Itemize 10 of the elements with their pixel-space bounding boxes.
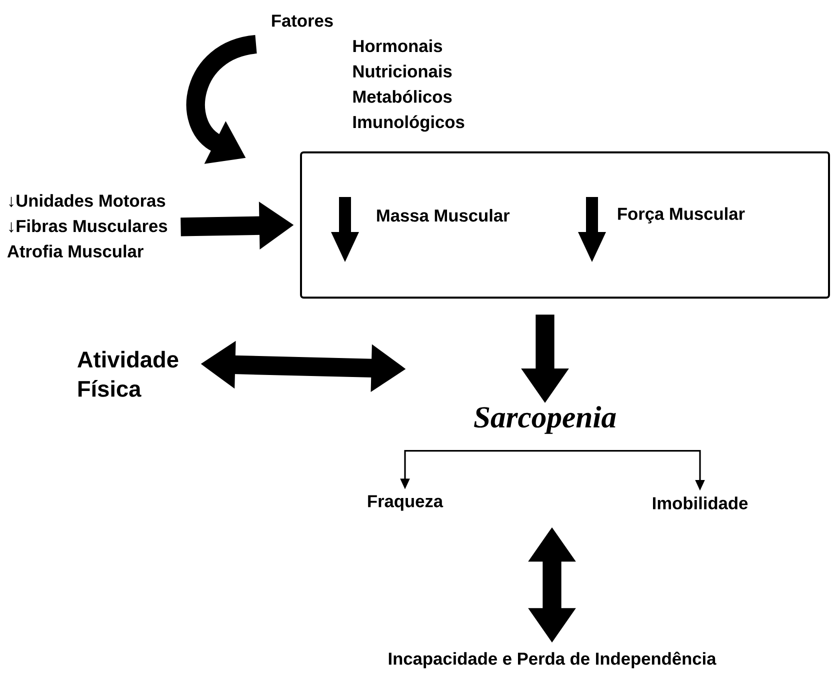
box-label: Força Muscular	[618, 207, 745, 224]
node-label: Imobilidade	[653, 496, 748, 510]
cause-list: ↓Unidades Motoras ↓Fibras Musculares Atrofia Muscular	[7, 194, 168, 258]
node-label: Fraqueza	[368, 495, 444, 511]
outcome-label: Sarcopenia	[474, 406, 616, 434]
factor-list: Fatores Hormonais Nutricionais Metabólicos Imunológicos	[272, 14, 464, 132]
node-label: Atividade Física	[78, 350, 178, 397]
process-box	[300, 151, 830, 299]
node-label: Incapacidade e Perda de Independência	[388, 652, 716, 668]
box-label: Massa Muscular	[377, 208, 510, 222]
